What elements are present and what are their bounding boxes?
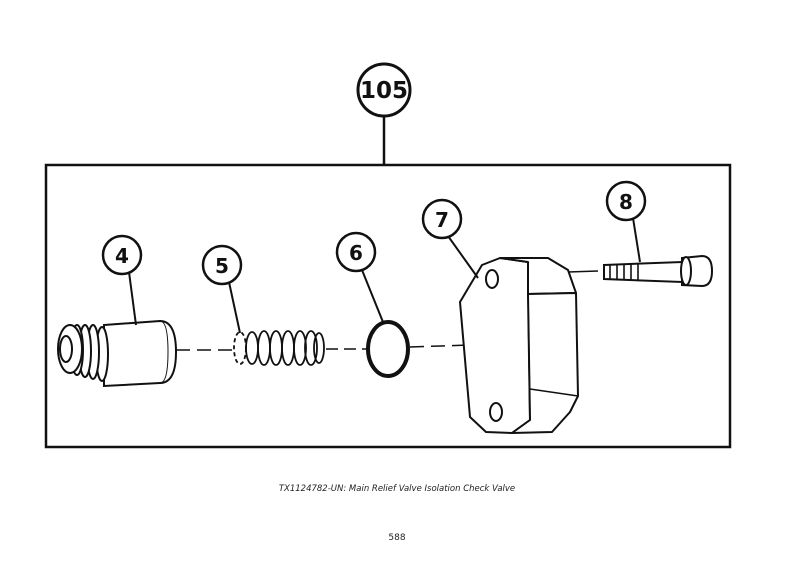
callout-5: 5: [201, 244, 243, 334]
svg-text:4: 4: [115, 244, 129, 268]
part-8-cap-screw: [603, 254, 714, 288]
assembly-frame: [44, 163, 732, 449]
callout-4: 4: [101, 234, 143, 326]
callout-7: 7: [421, 198, 479, 279]
callout-8: 8: [605, 180, 647, 263]
part-6-o-ring: [366, 320, 410, 378]
part-4-valve-poppet: [57, 319, 178, 388]
part-7-cover-block: [459, 257, 579, 434]
figure-caption: TX1124782-UN: Main Relief Valve Isolatio…: [278, 484, 516, 494]
svg-text:8: 8: [619, 190, 633, 214]
svg-text:7: 7: [435, 208, 449, 232]
exploded-parts-diagram: 105 4 5: [44, 62, 732, 449]
part-5-spring: [233, 330, 325, 366]
callout-6: 6: [335, 231, 384, 323]
svg-text:6: 6: [349, 241, 363, 265]
callout-105: 105: [356, 62, 412, 165]
page-number: 588: [388, 533, 406, 543]
svg-text:105: 105: [360, 78, 408, 104]
svg-text:5: 5: [215, 254, 229, 278]
